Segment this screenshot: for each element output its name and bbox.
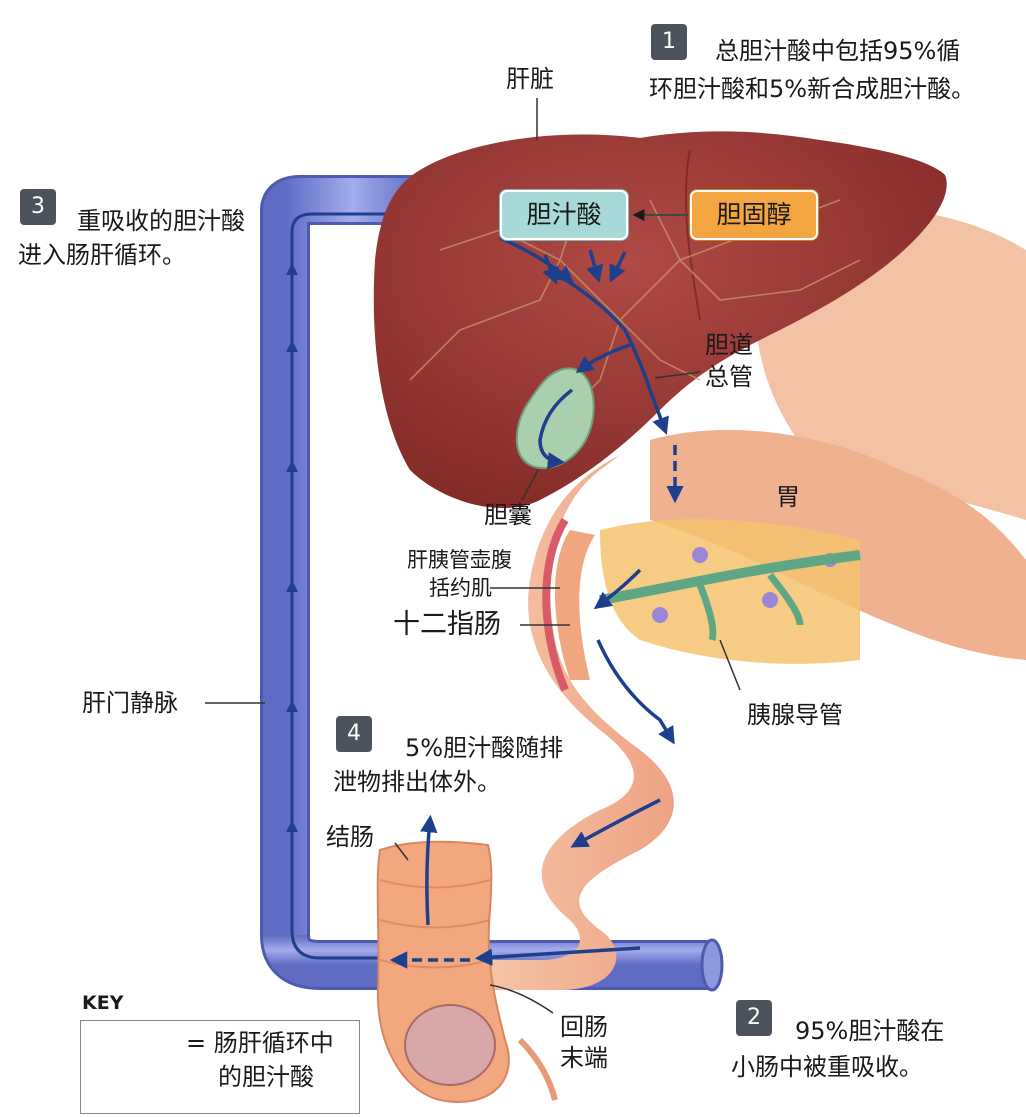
step-3-line-2: 进入肠肝循环。 [18,241,186,269]
key-title: KEY [82,992,124,1014]
bile-acid-box: 胆汁酸 [500,190,628,240]
sphincter-label-1: 肝胰管壶腹 [407,548,512,572]
ileum-label-1: 回肠 [560,1013,608,1041]
step-2-line-2: 小肠中被重吸收。 [731,1053,923,1081]
step-2-line-1: 95%胆汁酸在 [795,1017,945,1045]
sphincter-label-2: 括约肌 [429,576,492,600]
step-2-badge: 2 [736,1000,772,1036]
portal-vein-label: 肝门静脉 [82,689,178,717]
portal-vein [260,175,724,992]
portal-vein-flow-chevrons [286,263,298,832]
duodenum-label: 十二指肠 [393,609,501,640]
colon-label: 结肠 [326,823,374,851]
pancreatic-duct-label: 胰腺导管 [747,701,843,729]
common-bile-duct-label-1: 胆道 [705,331,753,359]
step-1-line-2: 环胆汁酸和5%新合成胆汁酸。 [649,75,976,103]
step-1-badge: 1 [651,24,687,60]
key-line-1: = 肠肝循环中 [186,1029,334,1057]
bile-flow-arrows [389,236,684,969]
step-1-line-1: 总胆汁酸中包括95%循 [715,37,961,65]
gallbladder-label: 胆囊 [484,501,532,529]
step-4-badge: 4 [336,716,372,752]
step-3-line-1: 重吸收的胆汁酸 [77,207,245,235]
stomach-label: 胃 [776,483,800,511]
liver-label: 肝脏 [506,65,554,93]
common-bile-duct-label-2: 总管 [705,363,753,391]
step-4-line-2: 泄物排出体外。 [333,768,501,796]
step-3-badge: 3 [20,189,56,225]
key-box [80,1020,360,1114]
key-line-2: 的胆汁酸 [218,1063,314,1091]
step-4-line-1: 5%胆汁酸随排 [405,734,564,762]
intestine-shape [376,455,861,1103]
cholesterol-box: 胆固醇 [690,190,818,240]
leader-lines [205,98,741,1014]
gallbladder-shape [515,367,595,470]
ileum-label-2: 末端 [560,1044,608,1072]
